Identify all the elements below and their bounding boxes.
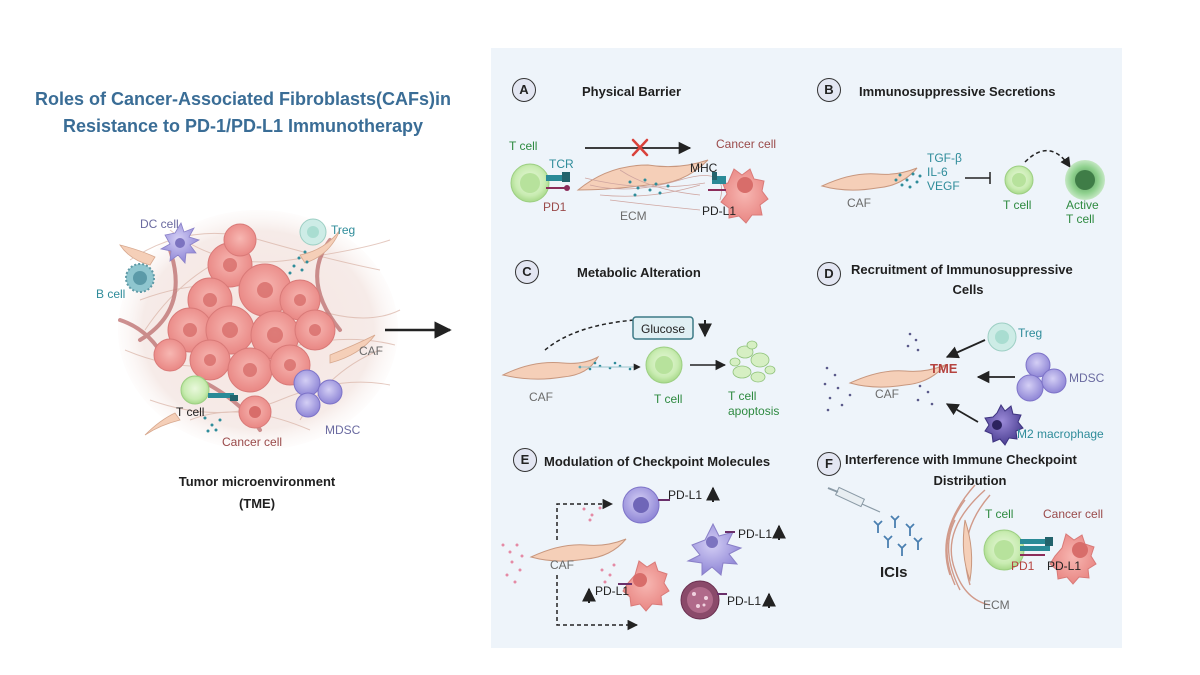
tme-dc-label: DC cell [140, 217, 179, 231]
panel-e-graphics [501, 486, 786, 631]
panel-b-active-label-1: Active [1066, 198, 1099, 212]
red-x-icon [631, 138, 649, 157]
panel-b-badge: B [817, 78, 841, 102]
panel-c-apoptosis-line2: apoptosis [728, 404, 780, 418]
panel-d-treg-label: Treg [1018, 326, 1043, 340]
figure-title-line1: Roles of Cancer-Associated Fibroblasts(C… [34, 89, 452, 109]
panel-f-graphics [827, 484, 1097, 606]
tme-mdsc-label: MDSC [325, 423, 361, 437]
panel-c-caf-label: CAF [529, 390, 553, 404]
tme-cluster [118, 210, 401, 450]
inhibit-arrow-icon [965, 172, 991, 184]
tme-mdsc [293, 369, 343, 418]
panel-c-tcell-label: T cell [654, 392, 683, 406]
panel-b-il6-label: IL-6 [927, 165, 948, 179]
panel-a-pdl1-label: PD-L1 [702, 204, 737, 218]
panel-e-pdl1-label-d: PD-L1 [727, 594, 762, 608]
panel-c-title: Metabolic Alteration [577, 265, 701, 280]
panel-c-glucose-label: Glucose [641, 322, 686, 336]
panel-d-title-line1: Recruitment of Immunosuppressive [851, 262, 1073, 277]
up-arrow-icon [582, 486, 786, 608]
panel-a-mhc-label: MHC [690, 161, 718, 175]
panel-f-title-line1: Interference with Immune Checkpoint [845, 452, 1077, 467]
panel-a-title: Physical Barrier [582, 84, 682, 99]
panel-a-tcell-label: T cell [509, 139, 538, 153]
panel-c-graphics [501, 316, 776, 384]
panel-a-tcr-label: TCR [549, 157, 574, 171]
panel-b-tcell-label: T cell [1003, 198, 1032, 212]
tme-caption-line2: (TME) [238, 496, 276, 511]
panel-f-cancer-label: Cancer cell [1043, 507, 1104, 521]
panel-f-badge: F [817, 452, 841, 476]
panel-f-pdl1-label: PD-L1 [1047, 559, 1082, 573]
figure-title-line2: Resistance to PD-1/PD-L1 Immunotherapy [62, 116, 424, 136]
panel-f-pd1-label: PD1 [1011, 559, 1035, 573]
panel-d-badge: D [817, 262, 841, 286]
panel-e-pdl1-label-b: PD-L1 [738, 527, 773, 541]
panel-b-graphics [820, 150, 1105, 200]
panel-b-title: Immunosuppressive Secretions [859, 84, 1056, 99]
dc-cell [159, 222, 201, 264]
tme-caption-line1: Tumor microenvironment [178, 474, 336, 489]
tme-cancer-label: Cancer cell [222, 435, 283, 449]
panel-d-m2-label: M2 macrophage [1017, 427, 1104, 441]
panel-e-pdl1-label-a: PD-L1 [668, 488, 703, 502]
treg-cell [288, 218, 327, 275]
tme-bcell-label: B cell [96, 287, 126, 301]
panel-c-apoptosis-line1: T cell [728, 389, 757, 403]
panel-e-caf-label: CAF [550, 558, 574, 572]
panel-a-cancer-label: Cancer cell [716, 137, 777, 151]
panel-a-ecm-label: ECM [620, 209, 647, 223]
tme-tcell-label: T cell [176, 405, 205, 419]
panel-f-title-line2: Distribution [933, 473, 1007, 488]
panel-f-icis-label: ICIs [880, 564, 908, 581]
panel-e-badge: E [513, 448, 537, 472]
panel-e-pdl1-label-c: PD-L1 [595, 584, 630, 598]
panel-d-graphics [823, 322, 1067, 446]
panel-b-tgf-label: TGF-β [927, 151, 962, 165]
panel-b-caf-label: CAF [847, 196, 871, 210]
panel-f-ecm-label: ECM [983, 598, 1010, 612]
panel-e-title: Modulation of Checkpoint Molecules [544, 454, 771, 469]
panel-f-tcell-label: T cell [985, 507, 1014, 521]
tme-treg-label: Treg [331, 223, 356, 237]
panel-d-caf-label: CAF [875, 387, 899, 401]
panel-d-title-line2: Cells [952, 282, 984, 297]
panel-d-tme-label: TME [930, 361, 958, 376]
syringe-icon [827, 486, 881, 513]
panel-c-badge: C [515, 260, 539, 284]
panel-b-vegf-label: VEGF [927, 179, 960, 193]
b-cell [125, 263, 155, 293]
panel-a-graphics [510, 138, 769, 224]
panel-d-mdsc-label: MDSC [1069, 371, 1105, 385]
antibody-icon [873, 515, 923, 556]
panel-a-badge: A [512, 78, 536, 102]
glucose-box [632, 316, 694, 340]
panel-a-pd1-label: PD1 [543, 200, 567, 214]
tme-tcell [180, 375, 272, 433]
panel-b-active-label-2: T cell [1066, 212, 1095, 226]
tme-caf-label: CAF [359, 344, 383, 358]
